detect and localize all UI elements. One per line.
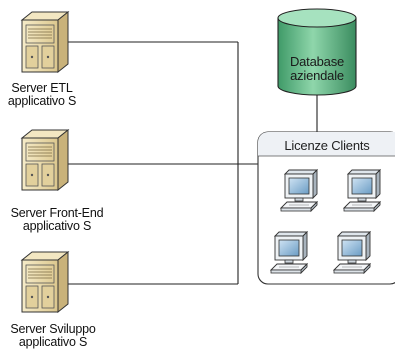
server-front-end-label: Server Front-End applicativo S bbox=[0, 207, 114, 233]
clients-panel-title: Licenze Clients bbox=[284, 138, 370, 153]
client-computer-icon bbox=[280, 169, 318, 212]
client-computer-icon bbox=[333, 231, 371, 274]
server-sviluppo-app: applicativo S bbox=[18, 335, 88, 349]
client-computer-icon bbox=[270, 231, 308, 274]
server-front-end-icon bbox=[21, 129, 69, 191]
server-etl-icon bbox=[21, 11, 69, 73]
client-computer-icon bbox=[343, 169, 381, 212]
database-label-line1: Database bbox=[289, 54, 345, 69]
server-sviluppo-label: Server Sviluppo applicativo S bbox=[0, 323, 106, 349]
server-sviluppo-icon bbox=[21, 251, 69, 313]
server-etl-app: applicativo S bbox=[7, 94, 77, 108]
server-front-end-app: applicativo S bbox=[22, 219, 92, 233]
database-label: Database aziendale bbox=[276, 55, 358, 83]
server-etl-name: Server ETL bbox=[11, 81, 73, 95]
server-etl-label: Server ETL applicativo S bbox=[0, 82, 84, 108]
database-icon bbox=[277, 8, 357, 96]
server-sviluppo-name: Server Sviluppo bbox=[10, 322, 96, 336]
connector-lines bbox=[66, 41, 318, 285]
database-label-line2: aziendale bbox=[290, 68, 344, 83]
server-front-end-name: Server Front-End bbox=[10, 206, 104, 220]
